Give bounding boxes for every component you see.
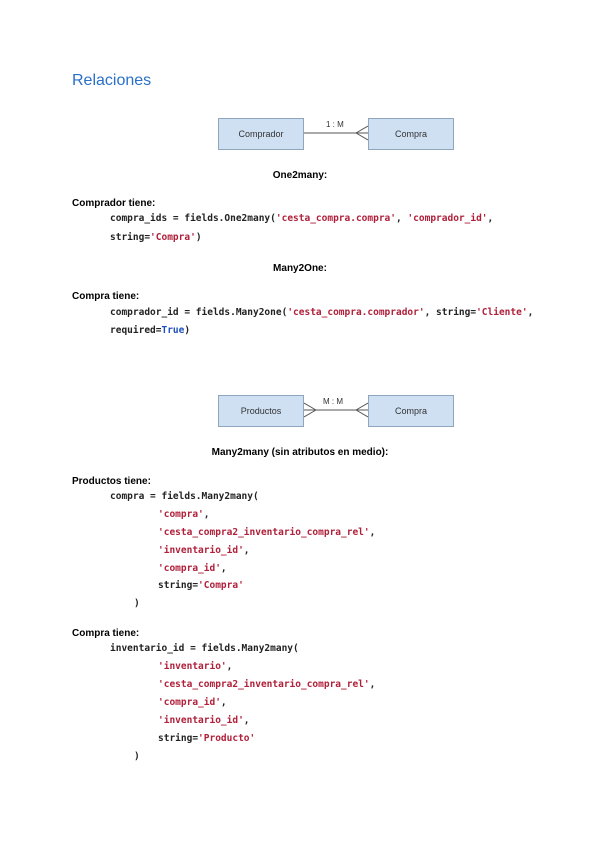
code-line: 'inventario_id',	[158, 545, 250, 556]
code-line: )	[134, 751, 140, 762]
code-line: inventario_id = fields.Many2many(	[110, 643, 299, 654]
code-line: string='Compra')	[110, 232, 202, 243]
code-line: 'cesta_compra2_inventario_compra_rel',	[158, 679, 376, 690]
page-title: Relaciones	[72, 72, 152, 89]
caption-many2many: Many2many (sin atributos en medio):	[211, 447, 389, 458]
code-line: compra = fields.Many2many(	[110, 491, 259, 502]
relation-label: M : M	[323, 397, 343, 406]
code-line: 'compra_id',	[158, 563, 227, 574]
relation-connector	[304, 402, 368, 418]
code-line: comprador_id = fields.Many2one('cesta_co…	[110, 307, 534, 318]
entity-compra: Compra	[368, 118, 454, 150]
section-label-productos: Productos tiene:	[72, 476, 151, 487]
section-label-comprador: Comprador tiene:	[72, 198, 156, 209]
relation-label: 1 : M	[326, 120, 344, 129]
caption-one2many: One2many:	[272, 170, 328, 181]
code-line: required=True)	[110, 325, 191, 336]
code-line: 'compra_id',	[158, 697, 227, 708]
code-line: 'cesta_compra2_inventario_compra_rel',	[158, 527, 376, 538]
er-diagram-one2many: Comprador Compra 1 : M	[218, 118, 454, 150]
code-line: compra_ids = fields.One2many('cesta_comp…	[110, 213, 494, 224]
section-label-compra-2: Compra tiene:	[72, 628, 140, 639]
code-line: )	[134, 598, 140, 609]
er-diagram-many2many: Productos Compra M : M	[218, 395, 454, 427]
code-line: string='Producto'	[158, 733, 256, 744]
code-line: 'inventario_id',	[158, 715, 250, 726]
code-line: 'inventario',	[158, 661, 233, 672]
code-line: string='Compra'	[158, 580, 244, 591]
code-line: 'compra',	[158, 509, 210, 520]
caption-many2one: Many2One:	[273, 263, 327, 274]
entity-comprador: Comprador	[218, 118, 304, 150]
section-label-compra: Compra tiene:	[72, 291, 140, 302]
entity-compra: Compra	[368, 395, 454, 427]
relation-connector	[304, 125, 368, 141]
entity-productos: Productos	[218, 395, 304, 427]
